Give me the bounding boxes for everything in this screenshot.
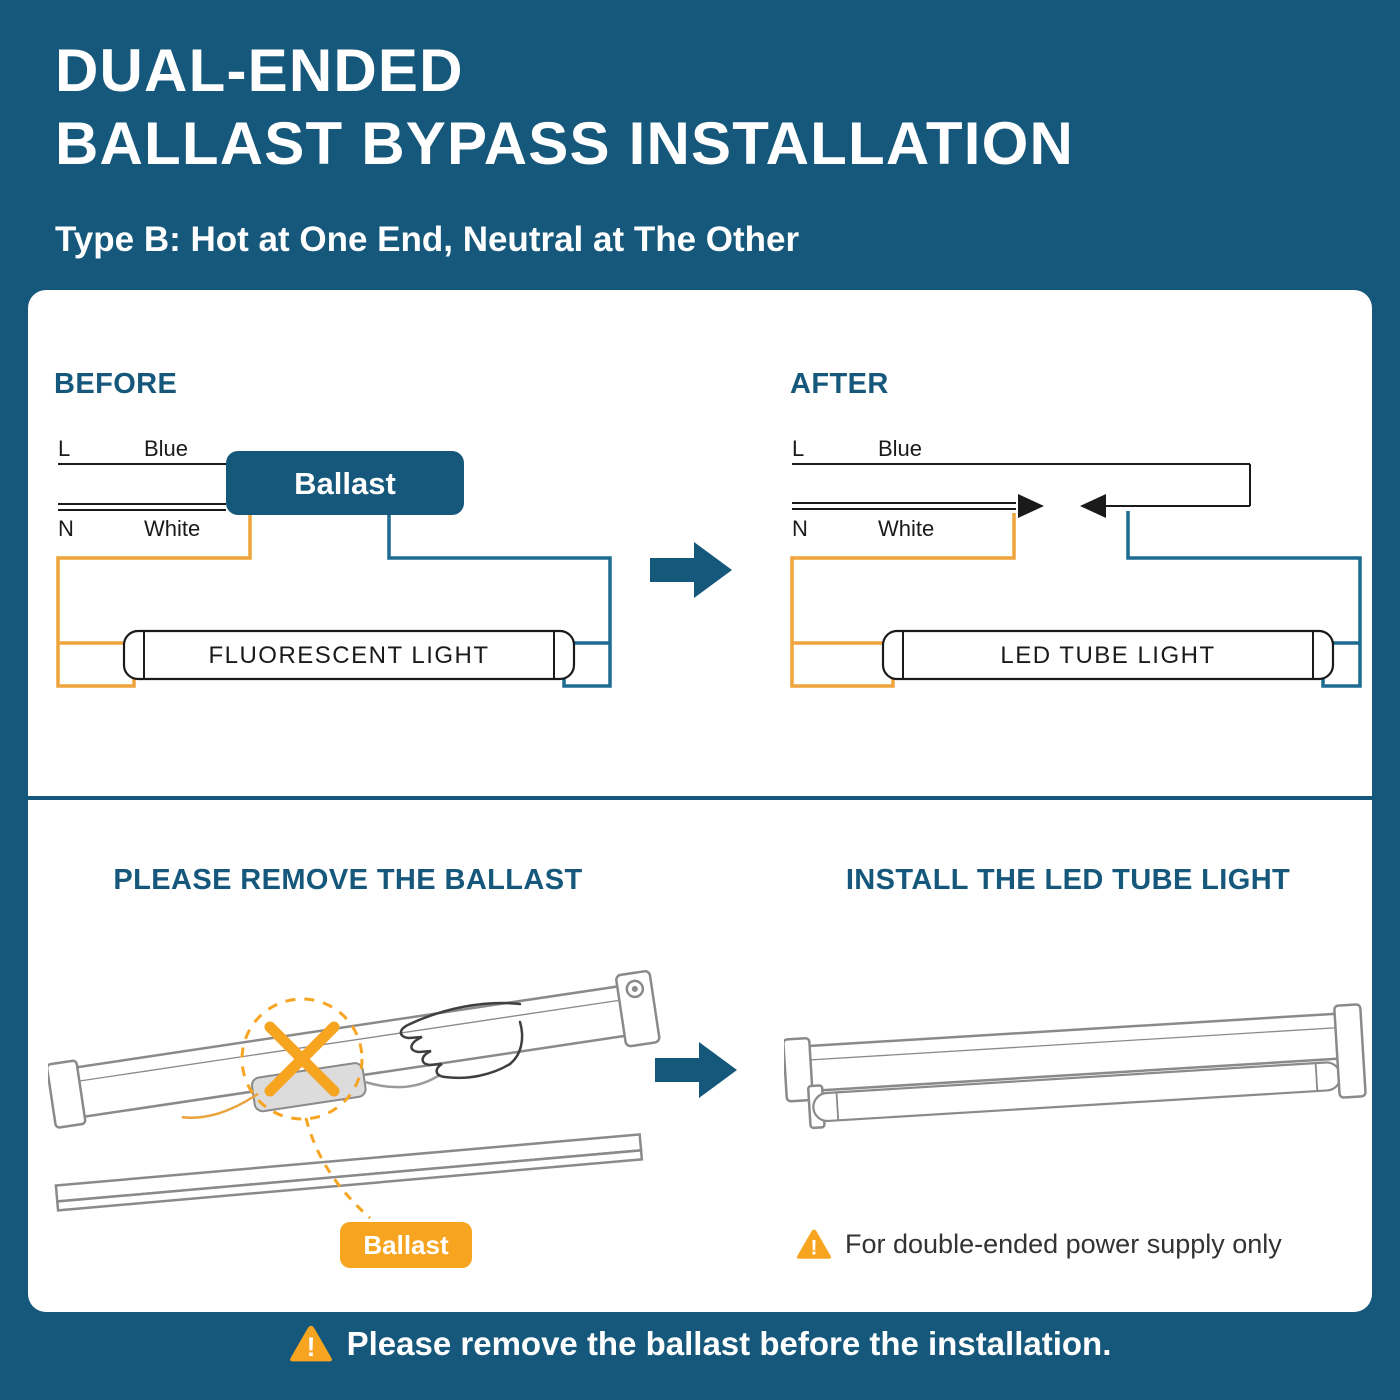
after-lamp-wire-orange	[790, 513, 1016, 688]
socket-pin	[631, 985, 638, 992]
warning-exclamation: !	[810, 1234, 817, 1259]
connector-arrow-right-icon	[1018, 494, 1044, 518]
warning-triangle	[289, 1325, 332, 1362]
page-title: DUAL-ENDED BALLAST BYPASS INSTALLATION	[55, 34, 1074, 180]
led-tube-label: LED TUBE LIGHT	[1000, 642, 1215, 669]
fluorescent-tube	[122, 629, 576, 681]
remove-ballast-heading: PLEASE REMOVE THE BALLAST	[113, 864, 583, 896]
ballast-tag-label: Ballast	[363, 1230, 449, 1260]
ballast-tag	[340, 1222, 472, 1268]
ballast-wire-orange	[181, 1092, 259, 1119]
install-note-text: For double-ended power supply only	[845, 1229, 1282, 1259]
hand-thumb	[508, 1020, 524, 1066]
fixture-left-end	[48, 1059, 87, 1129]
warning-exclamation: !	[306, 1332, 315, 1362]
after-wiring-diagram: L Blue N White LED TUBE LIGHT	[790, 436, 1362, 688]
fixture-edge	[59, 998, 629, 1085]
after-heading: AFTER	[790, 368, 889, 400]
before-neutral-terminal-label: N	[58, 516, 74, 541]
ballast-box	[226, 451, 464, 515]
ballast-leader-line	[304, 1117, 371, 1220]
before-live-wire-name: Blue	[144, 436, 188, 461]
fluorescent-tube-label: FLUORESCENT LIGHT	[208, 642, 489, 669]
hand-outline	[399, 1001, 522, 1080]
after-neutral-terminal-label: N	[792, 516, 808, 541]
section-divider	[28, 796, 1372, 800]
led-fixture	[784, 1003, 1367, 1130]
warning-icon: !	[289, 1325, 332, 1362]
after-live-wire-name: Blue	[878, 436, 922, 461]
footer-warning-text: Please remove the ballast before the ins…	[346, 1325, 1112, 1362]
remove-cross-icon	[264, 1021, 340, 1097]
led-fixture-left-cap	[784, 1036, 814, 1103]
led-tube-left-cap-line	[835, 1092, 840, 1121]
before-heading: BEFORE	[54, 368, 178, 400]
fixture-cover	[54, 1133, 644, 1212]
led-tube	[881, 629, 1335, 681]
before-live-terminal-label: L	[58, 436, 70, 461]
instruction-panel: BEFORE L Blue N White Ballast FLUORESCEN…	[28, 290, 1372, 1312]
after-neutral-wire-name: White	[878, 516, 934, 541]
arrow-shape	[650, 542, 732, 598]
remove-ballast-illustration: Ballast	[48, 970, 661, 1268]
highlight-circle	[240, 997, 364, 1121]
ballast-wire-gray	[364, 1073, 442, 1089]
led-fixture-illustration	[784, 1003, 1367, 1130]
before-neutral-wire-name: White	[144, 516, 200, 541]
page-subtitle: Type B: Hot at One End, Neutral at The O…	[55, 220, 800, 259]
fluorescent-fixture	[48, 970, 661, 1129]
arrow-shape	[655, 1042, 737, 1098]
install-led-heading: INSTALL THE LED TUBE LIGHT	[845, 864, 1291, 896]
ballast-box-label: Ballast	[294, 466, 396, 501]
install-note: ! For double-ended power supply only	[796, 1228, 1282, 1261]
cross-stroke-2	[264, 1021, 340, 1097]
led-tube-right-cap-line	[1314, 1063, 1319, 1092]
before-lamp-wire-orange	[56, 515, 252, 688]
steps-arrow-icon	[655, 1042, 737, 1098]
led-fixture-right-cap	[1333, 1003, 1367, 1099]
title-line-2: BALLAST BYPASS INSTALLATION	[55, 110, 1075, 178]
hand-illustration	[399, 1001, 524, 1080]
cover-front	[55, 1149, 644, 1212]
after-lamp-wire-teal	[1126, 511, 1362, 688]
after-live-terminal-label: L	[792, 436, 804, 461]
warning-triangle	[796, 1229, 832, 1259]
before-wiring-diagram: L Blue N White Ballast FLUORESCENT LIGHT	[56, 436, 612, 688]
footer-warning: ! Please remove the ballast before the i…	[0, 1324, 1400, 1364]
before-after-arrow-icon	[650, 542, 732, 598]
warning-icon: !	[796, 1229, 832, 1259]
led-fixture-edge	[794, 1026, 1339, 1062]
connector-arrow-left-icon	[1080, 494, 1106, 518]
title-line-1: DUAL-ENDED	[55, 37, 464, 104]
before-lamp-wire-teal	[387, 515, 612, 688]
